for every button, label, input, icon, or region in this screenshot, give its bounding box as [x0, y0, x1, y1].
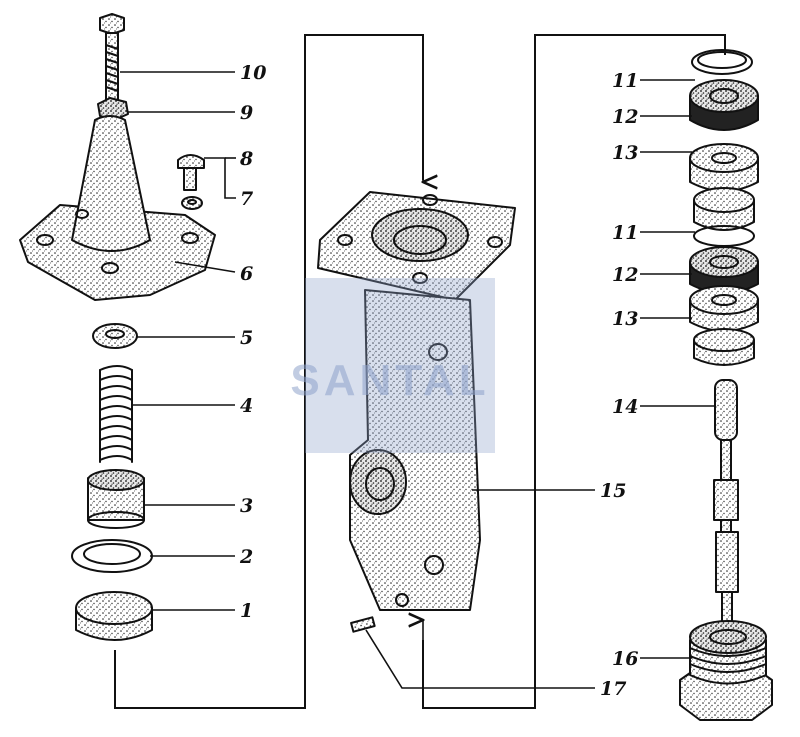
- label-12-top: 12: [612, 106, 638, 128]
- label-9: 9: [240, 102, 253, 124]
- part-12-bearing-top: [689, 79, 759, 131]
- label-13-bottom: 13: [612, 308, 638, 330]
- label-12-bottom: 12: [612, 264, 638, 286]
- part-4-spring: [99, 365, 133, 463]
- label-16: 16: [612, 648, 638, 670]
- part-11-ring-top: [691, 49, 753, 75]
- part-13-bushing-bottom: [689, 285, 759, 366]
- part-8-screw: [177, 154, 205, 191]
- label-8: 8: [239, 148, 253, 170]
- label-7: 7: [240, 188, 253, 210]
- part-10-bolt: [99, 13, 125, 104]
- label-2: 2: [239, 546, 253, 568]
- label-17: 17: [600, 678, 626, 700]
- part-2-washer: [71, 539, 153, 573]
- part-13-bushing-top: [689, 143, 759, 231]
- part-14-valve-stem: [713, 379, 739, 623]
- label-10: 10: [240, 62, 266, 84]
- label-14: 14: [612, 396, 638, 418]
- leader-lines: [120, 71, 715, 689]
- label-6: 6: [240, 263, 253, 285]
- part-9-nut: [97, 97, 129, 121]
- label-1: 1: [240, 600, 253, 622]
- part-7-washer: [181, 196, 203, 210]
- label-11-top: 11: [612, 70, 638, 92]
- part-1-plug: [75, 591, 153, 641]
- label-15: 15: [600, 480, 626, 502]
- part-15-housing: [317, 191, 516, 611]
- part-16-plug-nut: [679, 620, 773, 721]
- part-12-bearing-bottom: [689, 246, 759, 294]
- part-labels: 10 9 8 7 6 5 4 3 2 1 11 12 13 11 12 13 1…: [239, 62, 638, 700]
- assembly-frame: [114, 34, 726, 709]
- part-6-cover: [19, 115, 216, 301]
- part-5-spring-seat: [92, 323, 138, 349]
- label-5: 5: [240, 327, 253, 349]
- label-4: 4: [240, 395, 253, 417]
- svg-text:SANTAL: SANTAL: [290, 356, 489, 405]
- part-17-pin: [350, 616, 376, 633]
- label-13-top: 13: [612, 142, 638, 164]
- part-3-bushing: [87, 469, 145, 529]
- watermark: SANTAL: [290, 278, 495, 453]
- label-3: 3: [240, 495, 253, 517]
- label-11-bottom: 11: [612, 222, 638, 244]
